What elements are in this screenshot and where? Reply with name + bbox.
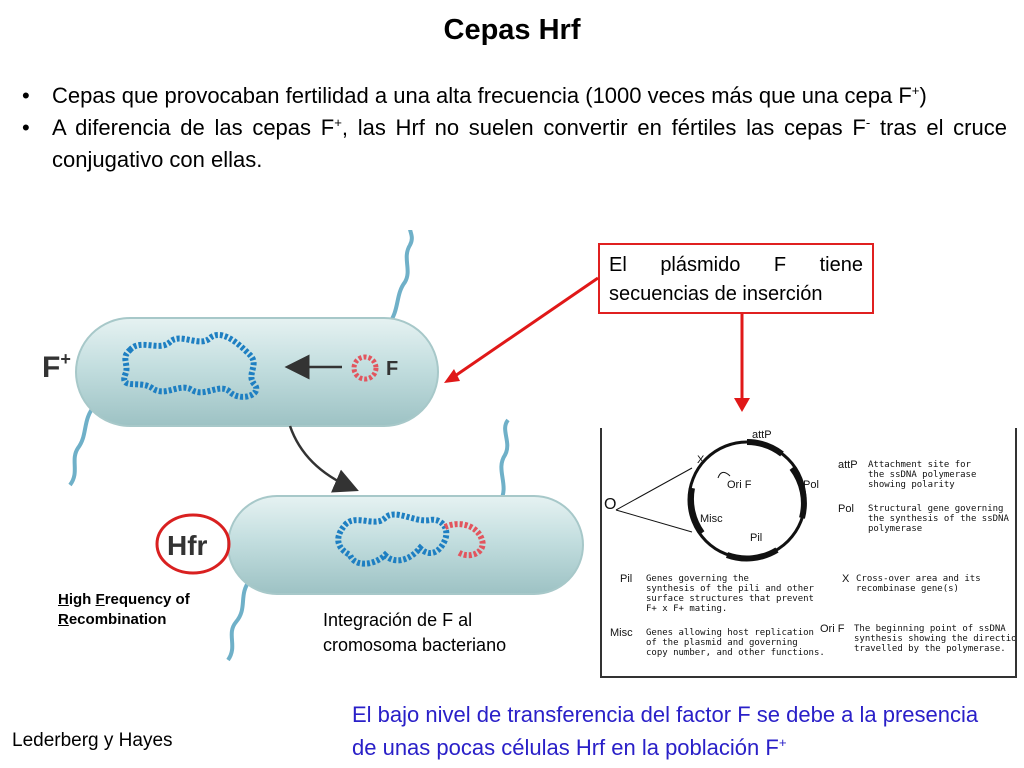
legend-desc: Genes governing the synthesis of the pil… <box>646 574 814 614</box>
hfr-label: Hfr <box>167 530 208 561</box>
red-arrow <box>451 276 599 380</box>
flagellum <box>386 230 414 327</box>
flagellum <box>498 418 510 504</box>
callout-box: El plásmido F tiene secuencias de inserc… <box>598 243 874 314</box>
zoom-line <box>615 509 693 533</box>
transition-arrow <box>288 425 359 493</box>
legend-key: X <box>842 573 850 585</box>
red-arrowhead <box>444 369 460 383</box>
ori-arrow <box>717 471 731 479</box>
bottom-note: El bajo nivel de transferencia del facto… <box>352 698 992 764</box>
integration-caption-line-2: cromosoma bacteriano <box>323 635 507 655</box>
pol-segment <box>789 466 807 519</box>
conjugation-diagram: F F+ Hfr <box>42 230 599 662</box>
legend-desc: Genes allowing host replication of the p… <box>646 628 825 658</box>
hfr-circle <box>155 513 231 575</box>
superscript: + <box>334 115 342 131</box>
bullet-list: • Cepas que provocaban fertilidad a una … <box>22 80 1007 176</box>
plasmid-ring <box>687 440 807 560</box>
map-label-pil: Pil <box>750 532 763 544</box>
f-plus-label: F+ <box>42 349 71 384</box>
bullet-dot: • <box>22 115 30 140</box>
bullet-text: tras el cruce conjugativo con ellas. <box>52 115 1007 172</box>
callout-word: plásmido <box>660 254 741 276</box>
callout-word: El <box>609 254 627 276</box>
legend-key: Pol <box>838 503 854 515</box>
map-label-x: X <box>697 454 705 466</box>
callout-word: tiene <box>819 254 863 276</box>
chromosome-dna <box>335 511 450 567</box>
hfr-cell <box>227 495 584 595</box>
bullet-item: • A diferencia de las cepas F+, las Hrf … <box>22 112 1007 176</box>
callout-line-1: El plásmido F tiene <box>609 251 863 280</box>
legend-key: Misc <box>610 627 633 639</box>
hfr-caption: High Frequency of Recombination <box>58 590 190 630</box>
f-plasmid <box>351 354 379 382</box>
map-label-misc: Misc <box>700 513 723 525</box>
map-label-attp: attP <box>752 429 772 441</box>
f-plasmid-label: F <box>386 358 398 380</box>
chromosome-dna <box>121 332 260 400</box>
f-plus-cell <box>75 317 439 427</box>
bullet-text: Cepas que provocaban fertilidad a una al… <box>52 83 912 108</box>
bullet-dot: • <box>22 83 30 108</box>
legend-desc: The beginning point of ssDNA synthesis s… <box>854 624 1017 654</box>
legend-key: Pil <box>620 573 633 585</box>
attp-segment <box>746 439 784 457</box>
superscript: - <box>865 115 871 131</box>
legend-key: attP <box>838 459 858 471</box>
red-arrow-down <box>734 314 750 412</box>
superscript: + <box>778 735 787 751</box>
map-label-o: O <box>604 496 617 513</box>
credit-text: Lederberg y Hayes <box>12 730 173 751</box>
integrated-f-dna <box>443 521 486 559</box>
plasmid-map-diagram <box>615 439 807 562</box>
pil-segment <box>725 547 779 562</box>
legend-desc: Cross-over area and its recombinase gene… <box>856 574 981 594</box>
plasmid-map-panel: attP X Ori F Pol Misc Pil O attP Attachm… <box>600 428 1017 678</box>
hfr-caption-line-1: High Frequency of <box>58 591 190 608</box>
bottom-note-text: El bajo nivel de transferencia del facto… <box>352 702 979 760</box>
bullet-item: • Cepas que provocaban fertilidad a una … <box>22 80 1007 112</box>
map-label-ori-f: Ori F <box>727 479 752 491</box>
integration-caption-line-1: Integración de F al <box>323 610 473 630</box>
legend-desc: Attachment site for the ssDNA polymerase… <box>868 460 977 490</box>
callout-word: F <box>773 254 787 276</box>
misc-segment <box>687 487 705 535</box>
map-label-pol: Pol <box>803 479 819 491</box>
flagellum <box>68 403 97 487</box>
flagellum <box>226 578 252 662</box>
slide-title: Cepas Hrf <box>443 14 581 46</box>
bullet-text: , las Hrf no suelen convertir en fértile… <box>341 115 866 140</box>
zoom-line <box>615 467 693 511</box>
legend-desc: Structural gene governing the synthesis … <box>868 504 1009 534</box>
callout-line-2: secuencias de inserción <box>609 283 823 305</box>
integration-caption: Integración de F al cromosoma bacteriano <box>323 608 506 658</box>
hfr-caption-line-2: Recombination <box>58 611 167 628</box>
bullet-text: A diferencia de las cepas F <box>52 115 335 140</box>
bullet-text-tail: ) <box>919 83 927 108</box>
superscript: + <box>911 83 920 99</box>
legend-key: Ori F <box>820 623 845 635</box>
